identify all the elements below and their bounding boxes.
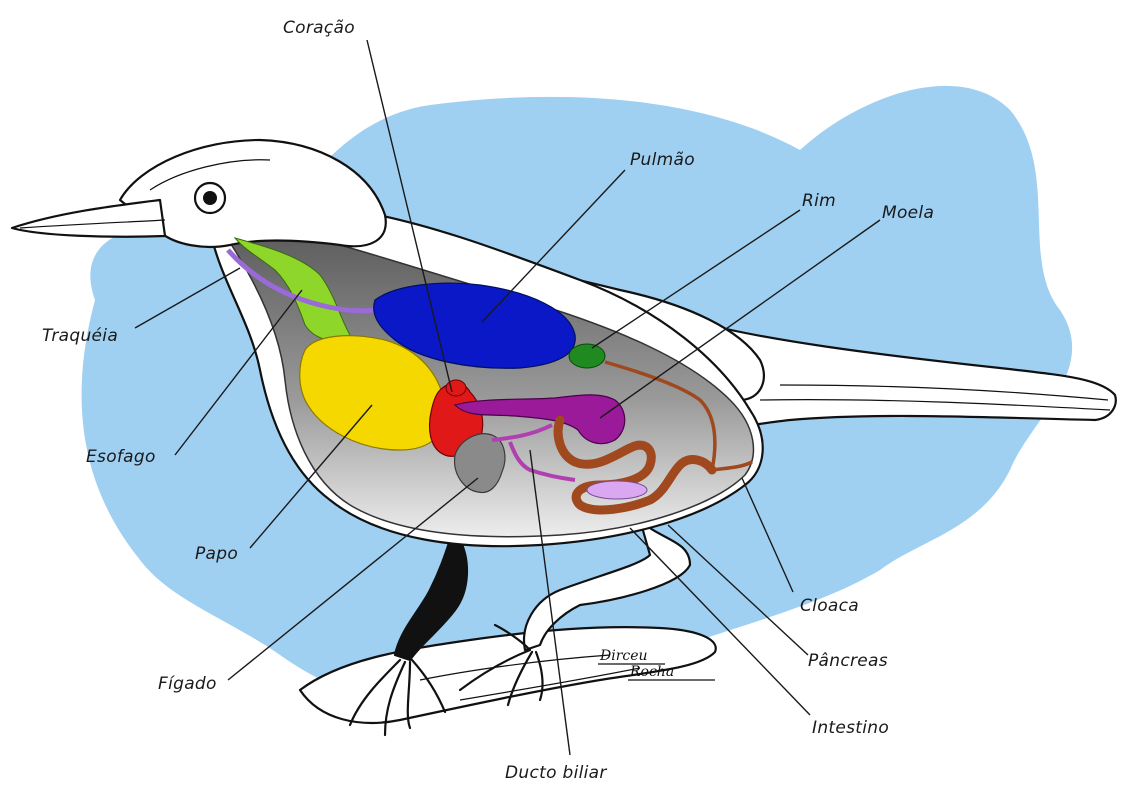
label-esofago: Esofago (86, 447, 156, 467)
pancreas-organ (587, 481, 647, 499)
rim-organ (569, 344, 605, 368)
label-pancreas: Pâncreas (808, 651, 888, 671)
label-ducto-biliar: Ducto biliar (505, 763, 607, 783)
label-traqueia: Traquéia (42, 326, 118, 346)
signature-line2: Rocha (629, 664, 674, 680)
label-moela: Moela (882, 203, 934, 223)
label-figado: Fígado (158, 674, 217, 694)
label-coracao: Coração (283, 18, 355, 38)
beak (12, 200, 165, 237)
label-rim: Rim (802, 191, 836, 211)
eye-pupil (203, 191, 217, 205)
label-intestino: Intestino (812, 718, 889, 738)
label-papo: Papo (195, 544, 238, 564)
label-pulmao: Pulmão (630, 150, 695, 170)
signature-line1: Dirceu (599, 648, 648, 664)
label-cloaca: Cloaca (800, 596, 859, 616)
